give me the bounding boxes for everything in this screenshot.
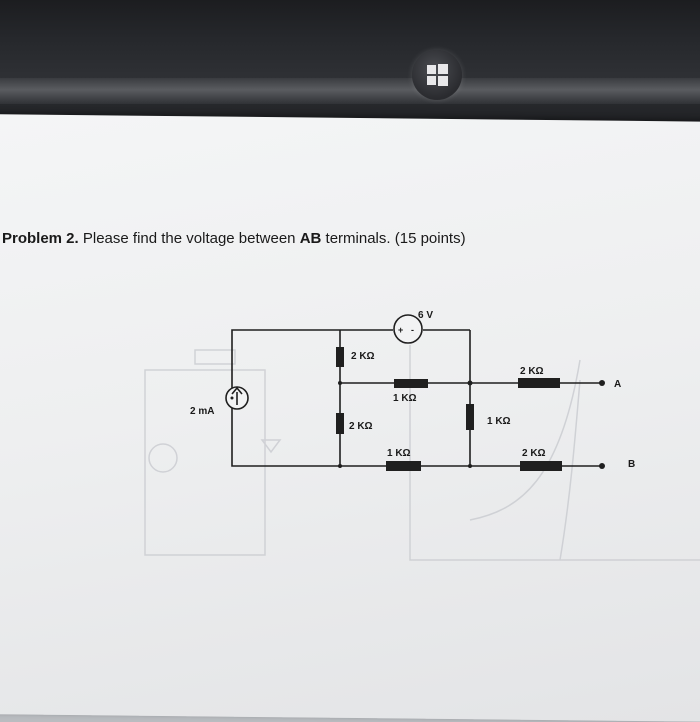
circuit-diagram: 2 mA + - 6 V 2 KΩ 1 KΩ 2 KΩ 2 KΩ 1 KΩ 1 … bbox=[190, 310, 635, 471]
resistor-lower-vertical-right bbox=[466, 404, 474, 430]
voltage-source-label: 6 V bbox=[418, 310, 433, 321]
resistor-top-vertical-label: 2 KΩ bbox=[351, 351, 375, 362]
resistor-bottom-horizontal-label: 1 KΩ bbox=[387, 448, 411, 459]
resistor-lower-vertical-right-label: 1 KΩ bbox=[487, 416, 511, 427]
bleed-through-drawing bbox=[144, 345, 700, 561]
resistor-lower-vertical-left-label: 2 KΩ bbox=[349, 421, 373, 432]
windows-logo-icon bbox=[427, 64, 448, 86]
terminal-b-dot bbox=[599, 463, 605, 469]
problem-text-start: Please find the voltage between bbox=[78, 230, 300, 247]
bezel-ridge bbox=[0, 78, 700, 104]
terminal-pair-label: AB bbox=[299, 230, 322, 247]
resistor-to-a bbox=[518, 378, 560, 388]
resistor-to-b-label: 2 KΩ bbox=[522, 448, 546, 459]
windows-button[interactable] bbox=[412, 50, 462, 100]
resistor-to-a-label: 2 KΩ bbox=[520, 366, 544, 377]
voltage-plus-sign: + bbox=[398, 325, 403, 335]
voltage-source bbox=[393, 314, 423, 344]
problem-text-end: terminals. (15 points) bbox=[321, 230, 466, 247]
current-source-label: 2 mA bbox=[190, 406, 214, 417]
voltage-minus-sign: - bbox=[411, 325, 414, 335]
terminal-a-dot bbox=[599, 380, 605, 386]
problem-title: Problem 2. Please find the voltage betwe… bbox=[2, 230, 466, 247]
problem-number: Problem 2. bbox=[2, 230, 79, 247]
resistor-middle-horizontal bbox=[394, 379, 428, 388]
resistor-lower-vertical-left bbox=[336, 413, 344, 434]
circuit-wires bbox=[231, 329, 602, 467]
junction-dots bbox=[230, 380, 473, 468]
terminal-a-label: A bbox=[614, 379, 621, 390]
current-source bbox=[225, 386, 249, 410]
resistor-middle-horizontal-label: 1 KΩ bbox=[393, 393, 417, 404]
terminal-b-label: B bbox=[628, 459, 635, 470]
resistor-to-b bbox=[520, 461, 562, 471]
resistor-top-vertical bbox=[336, 347, 344, 367]
resistor-bottom-horizontal bbox=[386, 461, 421, 471]
laptop-bezel bbox=[0, 0, 700, 132]
